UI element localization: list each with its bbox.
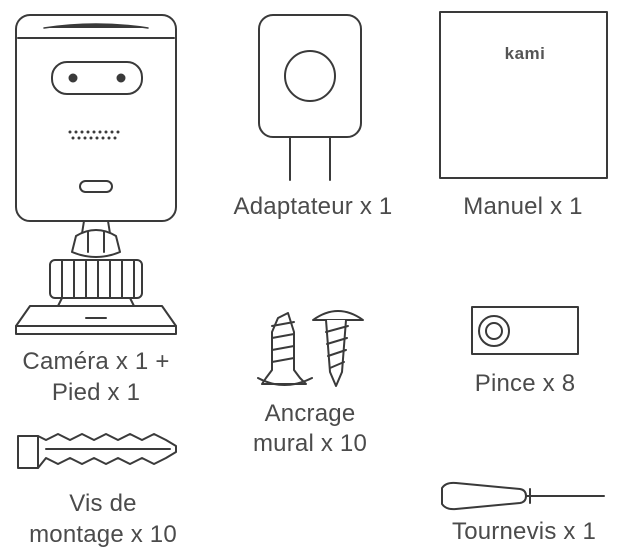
manual-booklet-icon — [439, 11, 608, 179]
camera-label-line2: Pied x 1 — [51, 379, 141, 406]
manual-label: Manuel x 1 — [463, 193, 583, 220]
kami-logo: kami — [504, 44, 546, 63]
screw-icon — [312, 310, 364, 387]
camera-label-line1: Caméra x 1 + — [22, 348, 170, 375]
screwdriver-label: Tournevis x 1 — [452, 518, 596, 545]
cable-clip-icon — [471, 306, 579, 355]
anchor-label-line1: Ancrage — [264, 400, 356, 427]
wall-plug-icon — [17, 433, 177, 469]
adapter-label: Adaptateur x 1 — [233, 193, 393, 220]
anchor-label-line2: mural x 10 — [252, 430, 368, 457]
screws-label-line1: Vis de — [69, 490, 137, 517]
power-adapter-icon — [258, 14, 362, 181]
screwdriver-icon — [441, 481, 605, 511]
camera-icon — [15, 14, 177, 335]
wall-anchor-icon — [257, 312, 313, 386]
clip-label: Pince x 8 — [474, 370, 576, 397]
screws-label-line2: montage x 10 — [29, 521, 177, 548]
